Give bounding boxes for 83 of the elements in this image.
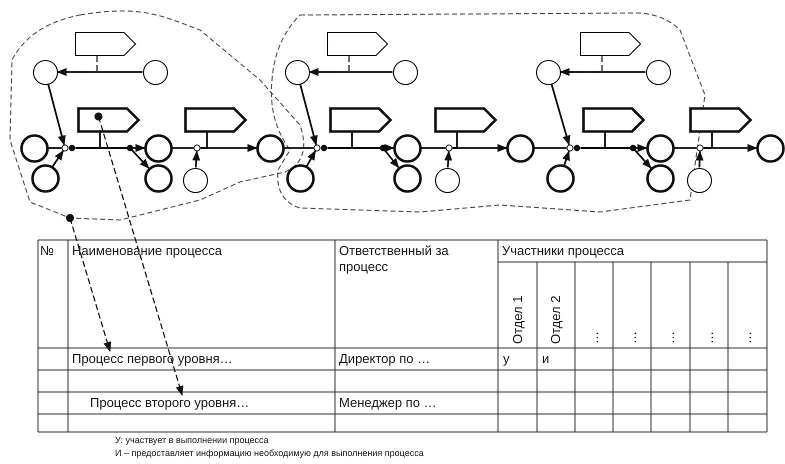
- arrow: [192, 150, 200, 168]
- event-circle: [30, 164, 60, 192]
- table-header: Участники процесса: [502, 243, 624, 259]
- connector-line: [310, 56, 350, 73]
- connector-line: [420, 147, 446, 149]
- table-header: …: [662, 330, 678, 344]
- event-circle: [392, 164, 422, 192]
- connector-line: [200, 132, 208, 149]
- connector-line: [48, 147, 62, 149]
- connector-line: [76, 132, 101, 149]
- event-circle: [142, 58, 168, 86]
- process-flag: [582, 106, 644, 132]
- process-flag: [326, 30, 388, 56]
- table-header: Ответственный за процесс: [339, 243, 450, 275]
- table-header: …: [624, 330, 640, 344]
- process-name: Процесс второго уровня…: [90, 395, 328, 412]
- arrow: [56, 68, 142, 76]
- process-name: Процесс первого уровня…: [72, 351, 330, 368]
- connector-line: [674, 147, 696, 149]
- process-flag: [184, 106, 246, 132]
- arrow: [308, 68, 392, 76]
- process-flag: [328, 106, 392, 132]
- event-circle: [506, 134, 534, 162]
- arrow: [444, 150, 452, 168]
- event-circle: [144, 164, 172, 192]
- arrow: [47, 84, 66, 146]
- legend-note: И – предоставляет информацию необходимую для выполнения процесса: [115, 448, 424, 459]
- table-header: №: [40, 243, 54, 259]
- table-cell-text: и: [542, 351, 550, 367]
- connector-line: [452, 132, 458, 149]
- connector-line: [284, 147, 314, 149]
- table-cell-text: у: [503, 351, 510, 367]
- process-flag: [434, 106, 496, 132]
- event-circle: [434, 166, 460, 194]
- arrow: [52, 150, 64, 168]
- table-header: Наименование процесса: [72, 243, 222, 259]
- event-circle: [144, 134, 172, 162]
- arrow: [562, 150, 570, 166]
- event-circle: [686, 166, 712, 194]
- table-header: Отдел 1: [510, 294, 526, 344]
- connector-line: [534, 147, 566, 149]
- table-header: Отдел 2: [548, 294, 564, 344]
- arrow: [306, 150, 316, 167]
- junction-point: [566, 144, 580, 152]
- connector-line: [328, 132, 353, 149]
- junction-point: [313, 144, 328, 152]
- connector-line: [560, 56, 603, 73]
- table-cell-text: Менеджер по …: [339, 395, 437, 411]
- event-circle: [534, 58, 562, 86]
- connector-line: [580, 132, 606, 149]
- table-cell-text: Директор по …: [339, 351, 430, 367]
- table-header: …: [701, 330, 717, 344]
- event-circle: [286, 164, 314, 192]
- event-circle: [32, 58, 58, 86]
- table-header: …: [739, 330, 755, 344]
- event-circle: [546, 164, 574, 192]
- event-circle: [20, 134, 48, 162]
- event-circle: [256, 134, 284, 162]
- process-flag: [76, 106, 140, 132]
- junction-point: [61, 144, 76, 152]
- arrow: [696, 150, 704, 168]
- arrow: [299, 84, 318, 146]
- event-circle: [392, 134, 422, 162]
- connector-line: [58, 56, 98, 73]
- arrow: [550, 84, 570, 146]
- connector-line: [172, 147, 194, 149]
- table-header: …: [586, 330, 602, 344]
- event-circle: [646, 164, 674, 192]
- event-circle: [644, 58, 672, 86]
- process-flag: [74, 30, 136, 56]
- junction-point: [445, 144, 453, 152]
- process-flag: [688, 106, 752, 132]
- process-flag: [578, 30, 642, 56]
- junction-point: [696, 144, 704, 152]
- connector-line: [704, 132, 713, 149]
- arrow: [560, 68, 646, 76]
- event-circle: [182, 166, 208, 194]
- junction-point: [193, 144, 201, 152]
- event-circle: [392, 58, 418, 86]
- legend-note: У: участвует в выполнении процесса: [115, 435, 269, 446]
- event-circle: [646, 134, 674, 162]
- event-circle: [756, 134, 784, 162]
- event-circle: [284, 58, 310, 86]
